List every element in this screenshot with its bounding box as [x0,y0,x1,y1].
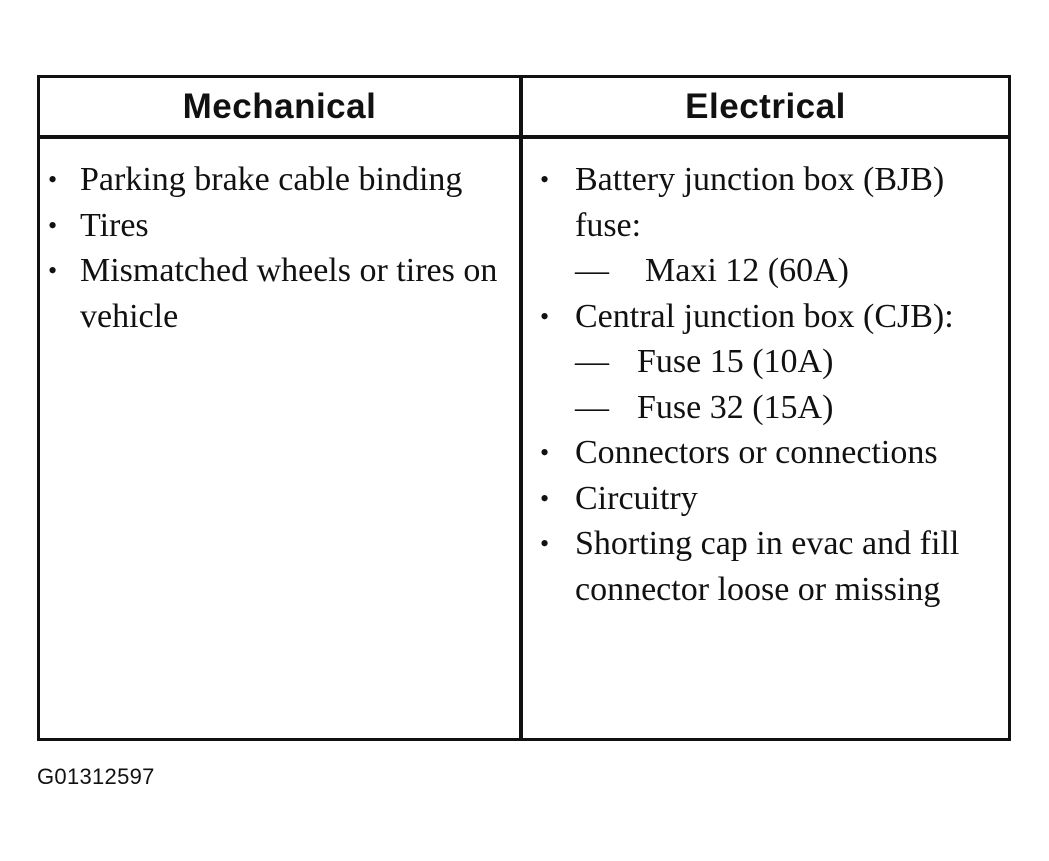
column-divider [519,78,523,738]
bullet-icon: • [540,301,550,331]
sub-list: — Maxi 12 (60A) [575,248,1008,294]
list-item: • Shorting cap in evac and fill connecto… [523,521,1008,612]
item-text: Connectors or connections [575,434,938,471]
table-header-row: Mechanical Electrical [40,78,1008,139]
list-item: • Central junction box (CJB): — Fuse 15 … [523,294,1008,431]
symptom-table: Mechanical Electrical • Parking brake ca… [37,75,1011,741]
sub-item: — Fuse 32 (15A) [575,385,1008,431]
bullet-icon: • [540,438,550,467]
dash-icon: — [575,343,609,380]
list-item: • Circuitry [523,476,1008,522]
bullet-icon: • [540,483,550,513]
sub-item-text: Maxi 12 (60A) [645,252,849,289]
bullet-icon: • [48,165,58,194]
item-text: Shorting cap in evac and fill connector … [575,525,960,608]
item-text: Tires [80,206,149,244]
header-mechanical: Mechanical [182,86,377,126]
electrical-column: • Battery junction box (BJB) fuse: — Max… [523,139,1008,612]
bullet-icon: • [540,529,550,558]
list-item: • Connectors or connections [523,430,1008,476]
dash-icon: — [575,252,609,289]
sub-item-text: Fuse 15 (10A) [637,343,834,380]
sub-item: — Fuse 15 (10A) [575,339,1008,385]
list-item: • Mismatched wheels or tires on vehicle [40,248,519,339]
electrical-list: • Battery junction box (BJB) fuse: — Max… [523,157,1008,612]
mechanical-list: • Parking brake cable binding • Tires • … [40,157,519,339]
item-text: Parking brake cable binding [80,161,463,198]
bullet-icon: • [540,165,550,194]
item-text: Central junction box (CJB): [575,297,954,335]
figure-id: G01312597 [37,764,155,789]
bullet-icon: • [48,210,58,240]
mechanical-column: • Parking brake cable binding • Tires • … [40,139,519,339]
list-item: • Tires [40,203,519,249]
sub-item: — Maxi 12 (60A) [575,248,1008,294]
item-text: Mismatched wheels or tires on vehicle [80,252,498,335]
list-item: • Parking brake cable binding [40,157,519,203]
sub-item-text: Fuse 32 (15A) [637,388,834,426]
item-text: Circuitry [575,479,698,517]
bullet-icon: • [48,256,58,285]
sub-list: — Fuse 15 (10A) — Fuse 32 (15A) [575,339,1008,430]
list-item: • Battery junction box (BJB) fuse: — Max… [523,157,1008,294]
dash-icon: — [575,388,609,426]
header-electrical: Electrical [685,86,846,126]
item-text: Battery junction box (BJB) fuse: [575,161,945,244]
